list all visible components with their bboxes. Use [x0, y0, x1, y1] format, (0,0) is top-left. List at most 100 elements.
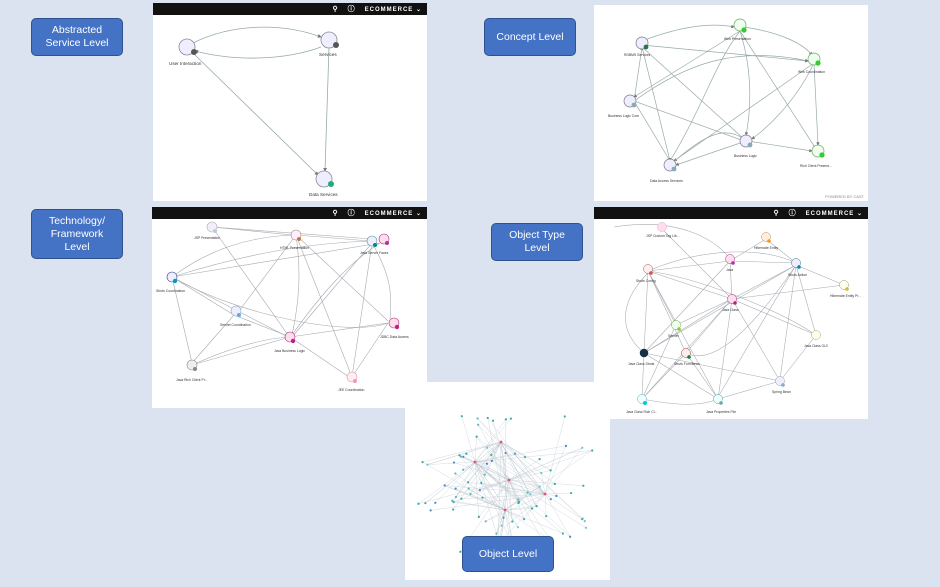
hub-node[interactable]: [543, 492, 547, 496]
node-struts-config[interactable]: Struts Config: [636, 264, 656, 284]
search-icon[interactable]: ⚲: [332, 6, 338, 13]
object-node[interactable]: [540, 471, 543, 475]
node-servlet-coordination[interactable]: Servlet Coordination: [220, 305, 251, 327]
object-node[interactable]: [477, 515, 480, 518]
object-node[interactable]: [553, 482, 556, 486]
object-node[interactable]: [530, 507, 534, 510]
node-web-coordination[interactable]: Web Coordination: [798, 52, 825, 74]
object-node[interactable]: [475, 435, 478, 438]
object-node[interactable]: [454, 487, 457, 490]
brand-menu[interactable]: ECOMMERCE ⌄: [364, 6, 422, 13]
brand-menu[interactable]: ECOMMERCE ⌄: [364, 210, 422, 217]
node-jsp-custom-tag-lib[interactable]: JSP Custom Tag Lib...: [646, 222, 679, 239]
node-struts-formbean[interactable]: Struts FormBean: [674, 348, 700, 367]
node-user-interaction[interactable]: User Interaction: [169, 38, 202, 66]
object-node[interactable]: [584, 526, 588, 529]
node-java[interactable]: Java: [725, 254, 735, 273]
node-services[interactable]: Services: [319, 31, 339, 57]
search-icon[interactable]: ⚲: [773, 210, 779, 217]
object-node[interactable]: [424, 502, 427, 505]
object-node[interactable]: [538, 485, 541, 488]
object-node[interactable]: [570, 491, 573, 495]
object-node[interactable]: [458, 454, 461, 457]
object-node[interactable]: [429, 509, 432, 512]
object-node[interactable]: [466, 481, 470, 484]
object-node[interactable]: [523, 455, 527, 459]
object-node[interactable]: [469, 492, 472, 496]
object-node[interactable]: [502, 516, 505, 519]
object-node[interactable]: [513, 452, 517, 455]
node-hibernate-entity[interactable]: Hibernate Entity: [754, 232, 778, 251]
object-node[interactable]: [517, 500, 521, 503]
object-node[interactable]: [465, 452, 468, 455]
object-node[interactable]: [460, 415, 463, 418]
object-node[interactable]: [462, 468, 465, 471]
object-node[interactable]: [495, 532, 498, 535]
node-struts-coordination[interactable]: Struts Coordination: [156, 271, 185, 293]
info-icon[interactable]: ⓘ: [347, 210, 355, 217]
object-node[interactable]: [452, 508, 455, 511]
node-data-access-services[interactable]: Data Access Services: [650, 158, 683, 183]
node-jdbc-data-access[interactable]: JDBC Data Access: [380, 317, 409, 339]
object-node[interactable]: [481, 496, 484, 499]
object-node[interactable]: [522, 518, 526, 521]
object-node[interactable]: [480, 481, 483, 484]
object-node[interactable]: [549, 469, 552, 472]
object-node[interactable]: [529, 493, 532, 496]
node-jee-coordination[interactable]: JEE Coordination: [338, 371, 365, 392]
node-html-presentation[interactable]: HTML Presentation: [280, 229, 309, 250]
object-node[interactable]: [478, 488, 481, 492]
object-node[interactable]: [491, 419, 495, 422]
object-node[interactable]: [485, 462, 489, 465]
node-servlet[interactable]: Servlet: [668, 320, 681, 339]
node-java-class-rich-client[interactable]: Java Class Rich Cl...: [626, 394, 657, 415]
object-node[interactable]: [538, 457, 541, 461]
object-node[interactable]: [509, 417, 512, 420]
info-icon[interactable]: ⓘ: [788, 210, 796, 217]
object-node[interactable]: [517, 498, 520, 501]
hub-node[interactable]: [503, 508, 507, 512]
node-jsp-presentation[interactable]: JSP Presentation: [194, 221, 220, 240]
object-node[interactable]: [504, 418, 507, 421]
object-node[interactable]: [561, 532, 565, 535]
object-node[interactable]: [462, 455, 465, 458]
node-business-logic[interactable]: Business Logic: [734, 134, 757, 158]
object-node[interactable]: [516, 526, 520, 529]
hub-node[interactable]: [473, 460, 477, 464]
search-icon[interactable]: ⚲: [332, 210, 338, 217]
object-node[interactable]: [460, 497, 463, 500]
node-java-class[interactable]: Java Class: [722, 294, 739, 313]
node-spring-bean[interactable]: Spring Bean: [772, 376, 791, 395]
object-node[interactable]: [555, 494, 558, 498]
object-node[interactable]: [581, 517, 584, 520]
hub-node[interactable]: [507, 478, 511, 482]
object-node[interactable]: [490, 459, 493, 462]
object-node[interactable]: [591, 449, 594, 452]
object-node[interactable]: [451, 499, 454, 502]
node-java-rich-client[interactable]: Java Rich Client Pr...: [176, 359, 208, 382]
object-node[interactable]: [459, 455, 462, 458]
object-node[interactable]: [476, 417, 479, 420]
object-node[interactable]: [535, 505, 538, 508]
node-data-services[interactable]: Data Services: [309, 170, 338, 197]
node-hibernate-entity-pr[interactable]: Hibernate Entity Pr...: [830, 280, 861, 299]
object-node[interactable]: [467, 487, 470, 490]
object-node[interactable]: [545, 515, 548, 518]
object-node[interactable]: [549, 498, 552, 501]
object-node[interactable]: [526, 491, 529, 494]
node-struts-action[interactable]: Struts Action: [788, 258, 807, 278]
object-node[interactable]: [421, 460, 424, 464]
object-node[interactable]: [443, 484, 446, 487]
node-web-presentation[interactable]: Web Presentation: [724, 18, 751, 41]
object-node[interactable]: [583, 520, 586, 523]
object-node[interactable]: [483, 473, 486, 476]
object-node[interactable]: [569, 535, 572, 538]
object-node[interactable]: [511, 520, 514, 523]
node-java-server-faces[interactable]: Java Server Faces: [360, 235, 389, 255]
object-node[interactable]: [477, 423, 480, 426]
object-node[interactable]: [454, 472, 457, 475]
object-node[interactable]: [426, 463, 429, 466]
object-node[interactable]: [459, 550, 462, 553]
node-rdbms-services[interactable]: RDBMS Services: [624, 36, 650, 57]
object-node[interactable]: [484, 520, 487, 523]
